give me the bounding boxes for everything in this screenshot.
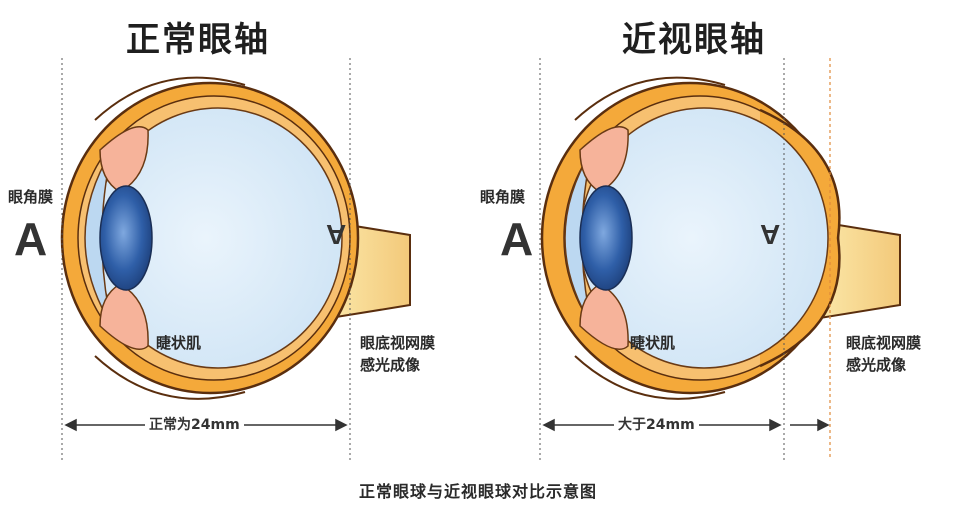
measure-label-myopia: 大于24mm — [614, 414, 699, 434]
label-retina-normal-2: 感光成像 — [360, 356, 421, 374]
normal-eye — [60, 76, 411, 400]
title-myopia-axis: 近视眼轴 — [622, 20, 766, 60]
object-letter-normal: A — [14, 213, 48, 265]
image-letter-myopia: A — [760, 219, 781, 250]
label-cornea-myopia: 眼角膜 — [480, 188, 526, 206]
diagram-caption: 正常眼球与近视眼球对比示意图 — [358, 482, 597, 501]
ciliary-muscle-top-myopia — [579, 126, 629, 193]
ciliary-muscle-bottom-normal — [99, 283, 149, 350]
lens-normal — [99, 185, 153, 291]
measure-label-normal: 正常为24mm — [145, 414, 244, 434]
label-retina-normal-1: 眼底视网膜 — [360, 334, 436, 352]
ciliary-muscle-bottom-myopia — [579, 283, 629, 350]
lens-myopia — [579, 185, 633, 291]
label-retina-myopia-2: 感光成像 — [846, 356, 907, 374]
image-letter-normal: A — [326, 219, 347, 250]
label-ciliary-normal: 睫状肌 — [156, 334, 202, 352]
label-cornea-normal: 眼角膜 — [8, 188, 54, 206]
ciliary-muscle-top-normal — [99, 126, 149, 193]
title-normal-axis: 正常眼轴 — [126, 20, 270, 60]
label-ciliary-myopia: 睫状肌 — [630, 334, 676, 352]
myopia-eye — [540, 76, 901, 400]
reference-lines — [61, 58, 785, 460]
object-letter-myopia: A — [500, 213, 534, 265]
label-retina-myopia-1: 眼底视网膜 — [846, 334, 922, 352]
